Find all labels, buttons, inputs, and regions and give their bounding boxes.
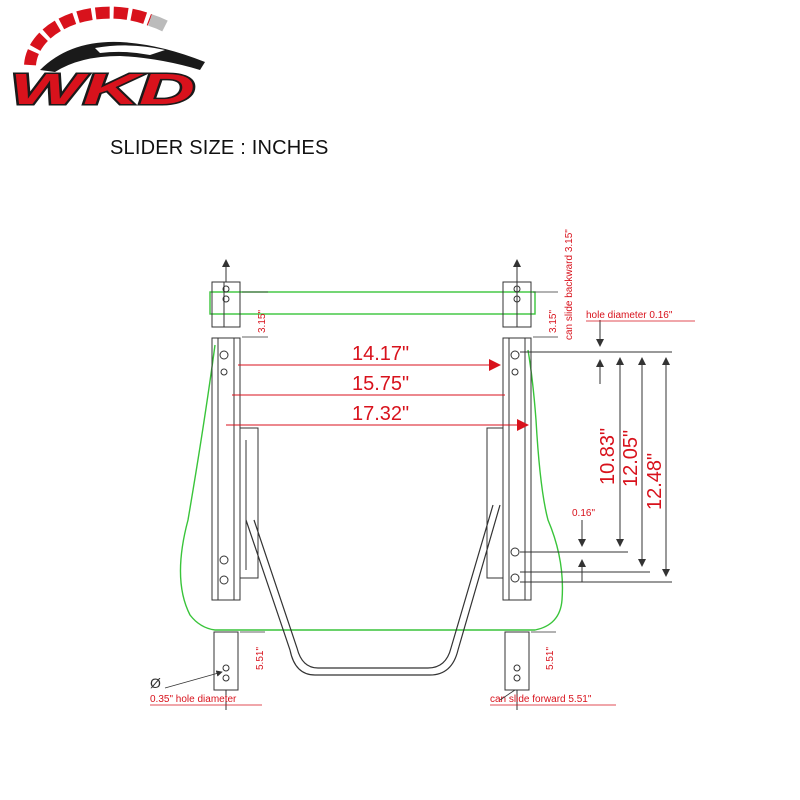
logo-car-window <box>95 45 165 55</box>
hole-diameter-large-note: 0.35" hole diameter <box>150 694 237 705</box>
hole-spacing-3-label: 12.48" <box>644 453 666 510</box>
center-width-label: 15.75" <box>352 373 409 395</box>
logo-text: WKD <box>10 65 195 114</box>
small-hole-offset-label: 0.16" <box>572 508 595 519</box>
front-travel-right-label: 5.51" <box>545 647 556 670</box>
hole-diameter-small-note: hole diameter 0.16" <box>586 310 673 321</box>
hole-spacing-2-label: 12.05" <box>620 430 642 487</box>
inner-width-label: 14.17" <box>352 343 409 365</box>
logo-speedometer-arc <box>24 6 153 66</box>
hole-spacing-dimensions <box>520 320 672 583</box>
logo-car-icon <box>40 41 205 72</box>
slide-forward-note: can slide forward 5.51" <box>490 694 592 705</box>
wkd-logo: WKD <box>9 6 205 116</box>
rear-travel-left-label: 3.15" <box>257 310 268 333</box>
seat-outline <box>179 291 564 631</box>
right-slider-rail <box>486 259 532 710</box>
release-handle-bar <box>245 504 501 676</box>
rear-travel-right-label: 3.15" <box>548 310 559 333</box>
hole-spacing-1-label: 10.83" <box>597 428 619 485</box>
front-travel-left-label: 5.51" <box>255 647 266 670</box>
width-dimensions <box>226 359 529 431</box>
left-slider-rail <box>211 259 259 710</box>
outer-width-label: 17.32" <box>352 403 409 425</box>
page-title: SLIDER SIZE : INCHES <box>110 137 329 159</box>
logo-speedometer-arc-dark <box>148 14 168 32</box>
diameter-symbol: Ø <box>150 675 161 691</box>
slide-backward-note: can slide backward 3.15" <box>564 229 575 340</box>
